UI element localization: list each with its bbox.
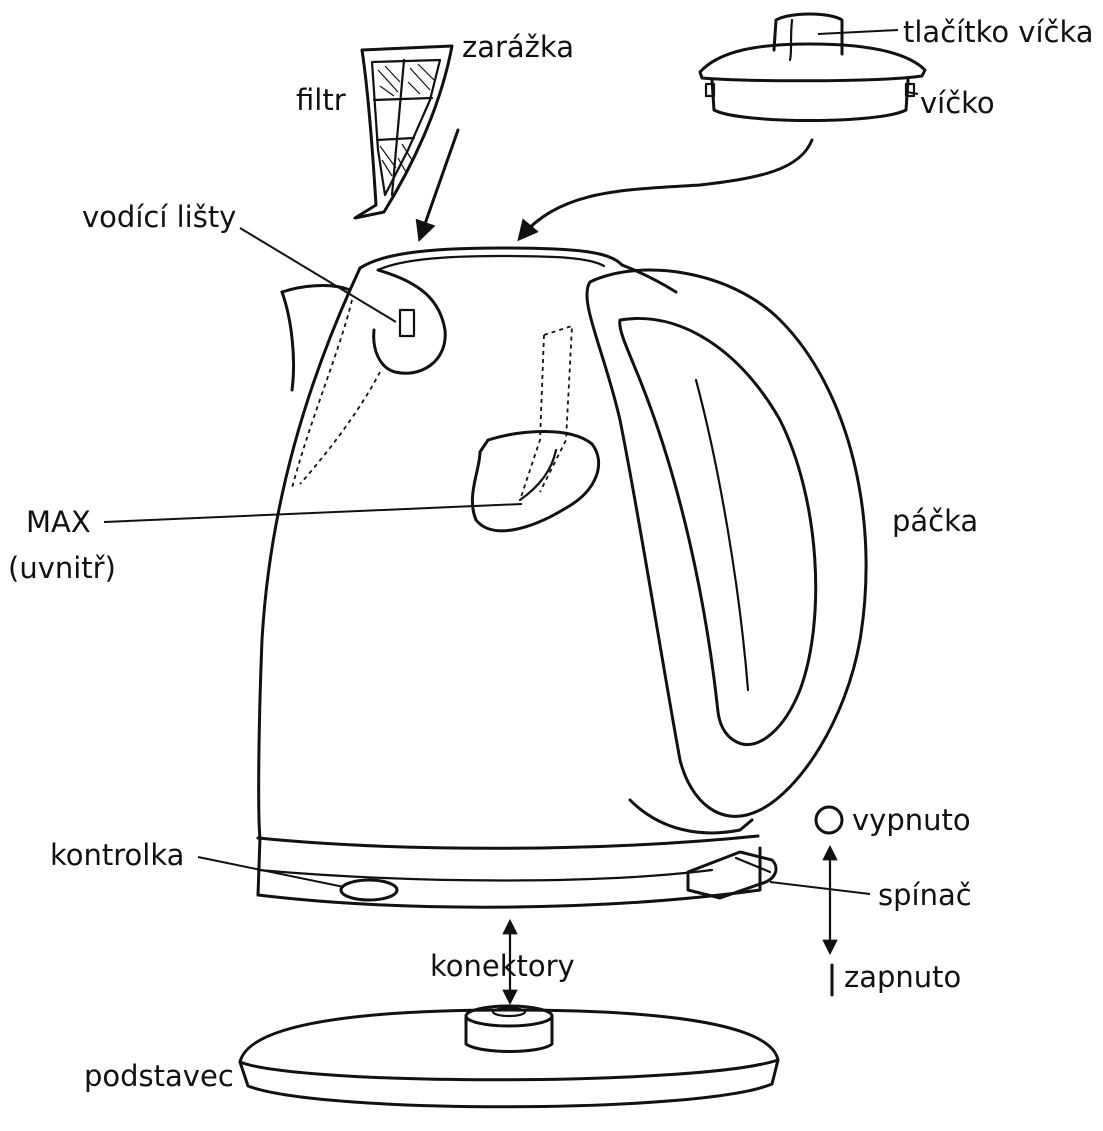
leader-guides: [239, 227, 397, 323]
label-vodici-listy: vodící lišty: [82, 200, 236, 234]
label-konektory: konektory: [430, 949, 575, 983]
leader-lid: [906, 91, 919, 95]
label-podstavec: podstavec: [84, 1059, 234, 1093]
label-kontrolka: kontrolka: [50, 838, 184, 872]
leader-lid-button: [817, 29, 899, 35]
label-vicko: víčko: [920, 86, 995, 120]
handle: [585, 268, 868, 818]
leader-max: [103, 503, 523, 523]
label-zarazka: zarážka: [462, 30, 574, 64]
label-packa: páčka: [892, 504, 978, 538]
lid-insert-arrow: [517, 138, 814, 242]
off-symbol-icon: [814, 805, 844, 835]
label-zapnuto: zapnuto: [844, 960, 961, 994]
label-uvnitr: (uvnitř): [8, 551, 116, 585]
lid-part: [698, 12, 927, 122]
label-spinac: spínač: [878, 878, 972, 912]
leader-indicator: [197, 856, 345, 888]
label-max: MAX: [26, 505, 91, 539]
label-vypnuto: vypnuto: [852, 803, 971, 837]
kettle-body: [256, 246, 778, 909]
filter-part: [353, 44, 454, 220]
label-tlacitko-vicka: tlačítko víčka: [903, 15, 1094, 49]
label-filtr: filtr: [296, 83, 346, 117]
filter-insert-arrow: [415, 128, 460, 242]
base-stand: [238, 1004, 780, 1109]
leader-switch: [769, 881, 871, 895]
